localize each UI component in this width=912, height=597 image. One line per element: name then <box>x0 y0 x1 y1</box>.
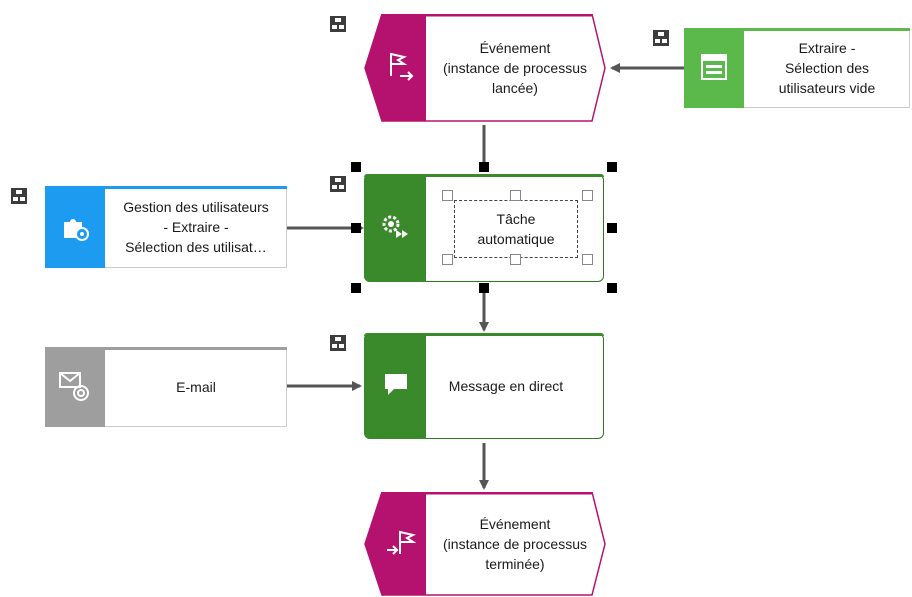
selection-handle[interactable] <box>351 283 361 293</box>
selection-handle[interactable] <box>607 283 617 293</box>
selection-handle[interactable] <box>607 223 617 233</box>
puzzle-gear-icon <box>60 212 90 242</box>
message-task-label: Message en direct <box>448 378 564 394</box>
text-handle[interactable] <box>442 254 453 265</box>
text-handle[interactable] <box>510 190 521 201</box>
selection-handle[interactable] <box>607 162 617 172</box>
email-label: E-mail <box>176 379 216 395</box>
end-event-label: Événement (instance de processus terminé… <box>443 515 587 572</box>
message-task-node[interactable]: Message en direct <box>364 333 604 439</box>
screen-window-icon <box>701 54 727 80</box>
hierarchy-icon[interactable] <box>330 335 346 351</box>
flag-end-icon <box>384 528 417 560</box>
it-system-node[interactable]: Gestion des utilisateurs - Extraire - Sé… <box>45 186 287 268</box>
text-handle[interactable] <box>510 254 521 265</box>
hierarchy-icon[interactable] <box>653 30 669 46</box>
email-node[interactable]: E-mail <box>45 347 287 427</box>
flag-start-icon <box>386 50 416 82</box>
selection-handle[interactable] <box>351 162 361 172</box>
hierarchy-icon[interactable] <box>330 16 346 32</box>
selection-handle[interactable] <box>479 283 489 293</box>
it-system-label: Gestion des utilisateurs - Extraire - Sé… <box>123 199 269 255</box>
selection-handle[interactable] <box>351 223 361 233</box>
mail-at-icon <box>58 369 92 403</box>
start-event-node[interactable]: Événement (instance de processus lancée) <box>364 14 606 122</box>
start-event-label: Événement (instance de processus lancée) <box>443 39 587 96</box>
screen-node[interactable]: Extraire - Sélection des utilisateurs vi… <box>684 28 910 108</box>
text-handle[interactable] <box>582 190 593 201</box>
end-event-node[interactable]: Événement (instance de processus terminé… <box>364 492 606 596</box>
auto-task-node[interactable]: Tâche automatique <box>364 174 604 282</box>
selection-handle[interactable] <box>479 162 489 172</box>
speech-bubble-icon <box>382 371 410 399</box>
hierarchy-icon[interactable] <box>330 176 346 192</box>
auto-task-label: Tâche automatique <box>477 211 555 247</box>
screen-node-label: Extraire - Sélection des utilisateurs vi… <box>778 40 876 96</box>
text-handle[interactable] <box>582 254 593 265</box>
gear-play-icon <box>379 212 411 244</box>
text-handle[interactable] <box>442 190 453 201</box>
hierarchy-icon[interactable] <box>11 188 27 204</box>
